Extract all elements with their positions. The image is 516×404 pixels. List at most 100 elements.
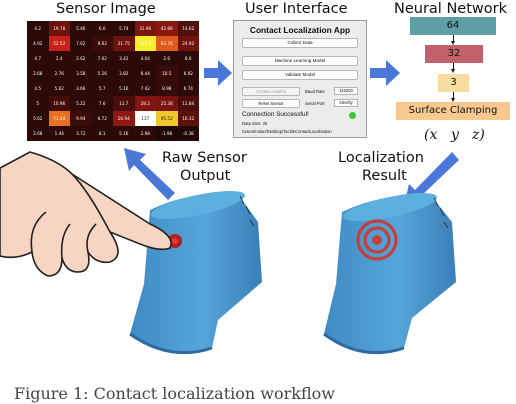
heatmap-cell: 25.38 [156,96,178,111]
heatmap-cell: 7.62 [70,36,92,51]
output-x: (x [424,127,438,143]
heatmap-cell: 21.75 [113,36,135,51]
heatmap-cell: 10.96 [48,96,70,111]
heatmap-cell: 11.84 [177,96,199,111]
reset-sensor-button[interactable]: Reset Sensor [242,99,300,108]
heatmap-cell: 3.66 [70,81,92,96]
heatmap-cell: 26.94 [113,111,135,126]
raw-sensor-label-line1: Raw Sensor [162,150,247,166]
heatmap-cell: 42.86 [156,21,178,36]
heatmap-cell: 5.16 [91,66,113,81]
layer-32-box: 32 [425,45,483,63]
heatmap-cell: 4.7 [27,51,49,66]
output-y: y [451,127,459,143]
heatmap-cell: 14.62 [177,21,199,36]
heatmap-cell: 5.16 [113,126,135,141]
heatmap-cell: 11.7 [113,96,135,111]
arrow-sensor-to-heatmap [124,148,175,200]
app-window: Contact Localization App Collect Data Ma… [233,20,367,138]
serial-port-field[interactable]: /dev/tty [334,99,358,107]
app-title: Contact Localization App [249,25,351,35]
heatmap-cell: 28.2 [134,96,156,111]
layer-3-box: 3 [438,74,469,92]
heatmap-cell: 2.98 [134,126,156,141]
heatmap-cell: 19.78 [48,21,70,36]
heatmap-cell: 6.92 [177,66,199,81]
heatmap-cell: 8.1 [91,126,113,141]
heatmap-cell: 4.92 [27,36,49,51]
heatmap-cell: 6.74 [177,81,199,96]
connection-status: Connection Successful! [242,111,309,118]
arrow-ui-to-network [370,60,400,86]
heatmap-cell: 3.72 [70,126,92,141]
sensor-image-title: Sensor Image [56,1,156,17]
heatmap-cell: 10.5 [156,66,178,81]
nn-arrow-2 [453,63,454,69]
user-interface-title: User Interface [245,1,348,17]
heatmap-cell: 24.92 [177,36,199,51]
nn-arrowhead-1-icon [451,41,455,45]
heatmap-cell: 5.62 [48,81,70,96]
heatmap-cell: 5.7 [91,81,113,96]
heatmap-cell: 2.4 [48,51,70,66]
collect-data-button[interactable]: Collect Data [242,38,358,48]
heatmap-cell: 5.74 [113,21,135,36]
path-text: /Users/nolan/Desktop/TactileContactLocal… [242,129,332,134]
neural-network-title: Neural Network [394,1,507,17]
heatmap-cell: 95.52 [156,111,178,126]
heatmap-cell: 9.94 [70,111,92,126]
localization-label-line2: Result [362,168,407,184]
heatmap-cell: 2.6 [156,51,178,66]
heatmap-cell: -0.38 [177,126,199,141]
heatmap-cell: 5.16 [113,81,135,96]
heatmap-cell: 4.04 [134,51,156,66]
status-indicator-icon [349,112,356,119]
heatmap-cell: 6.72 [91,111,113,126]
contact-point-inner-icon [172,238,178,244]
sensor-sleeve-left [129,191,262,355]
nn-arrow-3 [453,92,454,98]
validate-model-button[interactable]: Validate Model [242,70,358,80]
heatmap-cell: 3.42 [113,51,135,66]
surface-clamping-box: Surface Clamping [396,102,510,120]
heatmap-cell: 6.44 [134,66,156,81]
localization-label-line1: Localization [338,150,424,166]
heatmap-cell: 3.58 [70,66,92,81]
heatmap-cell: 5 [27,96,49,111]
layer-64-box: 64 [410,17,496,35]
sensor-sleeve-right [323,193,456,355]
heatmap-cell: 2.68 [27,66,49,81]
heatmap-cell: -1.98 [156,126,178,141]
figure-caption: Figure 1: Contact localization workflow [14,384,335,403]
heatmap-cell: 2.62 [70,51,92,66]
baud-rate-field[interactable]: 115200 [334,87,358,95]
heatmap-cell: 5.46 [70,21,92,36]
heatmap-cell: 2.68 [27,126,49,141]
heatmap-cell: 8.98 [156,81,178,96]
nn-arrow-1 [453,35,454,41]
heatmap-cell: 52.52 [48,36,70,51]
baud-rate-label: Baud Rate [305,89,325,94]
heatmap-cell: 71.44 [48,111,70,126]
heatmap-cell: 5.62 [27,111,49,126]
heatmap-cell: 9.62 [91,36,113,51]
heatmap-cell: 63.76 [156,36,178,51]
arrow-heatmap-to-ui [204,60,232,86]
heatmap-cell: 4.5 [27,81,49,96]
heatmap-cell: 7.02 [91,51,113,66]
localization-target-icon [356,219,398,261]
contact-arduino-button[interactable]: Contact Arduino [242,87,300,96]
arrow-network-to-result [404,152,459,206]
heatmap-cell: 1.44 [48,126,70,141]
heatmap-cell: 6.6 [91,21,113,36]
heatmap-cell: 16.32 [177,111,199,126]
heatmap-cell: 7.42 [134,81,156,96]
nn-arrowhead-2-icon [451,69,455,73]
serial-port-label: Serial Port [305,101,325,106]
ml-model-button[interactable]: Machine Learning Model [242,56,358,66]
heatmap-cell: 2.76 [48,66,70,81]
pointing-hand-icon [0,151,172,277]
heatmap-cell: 137 [134,111,156,126]
